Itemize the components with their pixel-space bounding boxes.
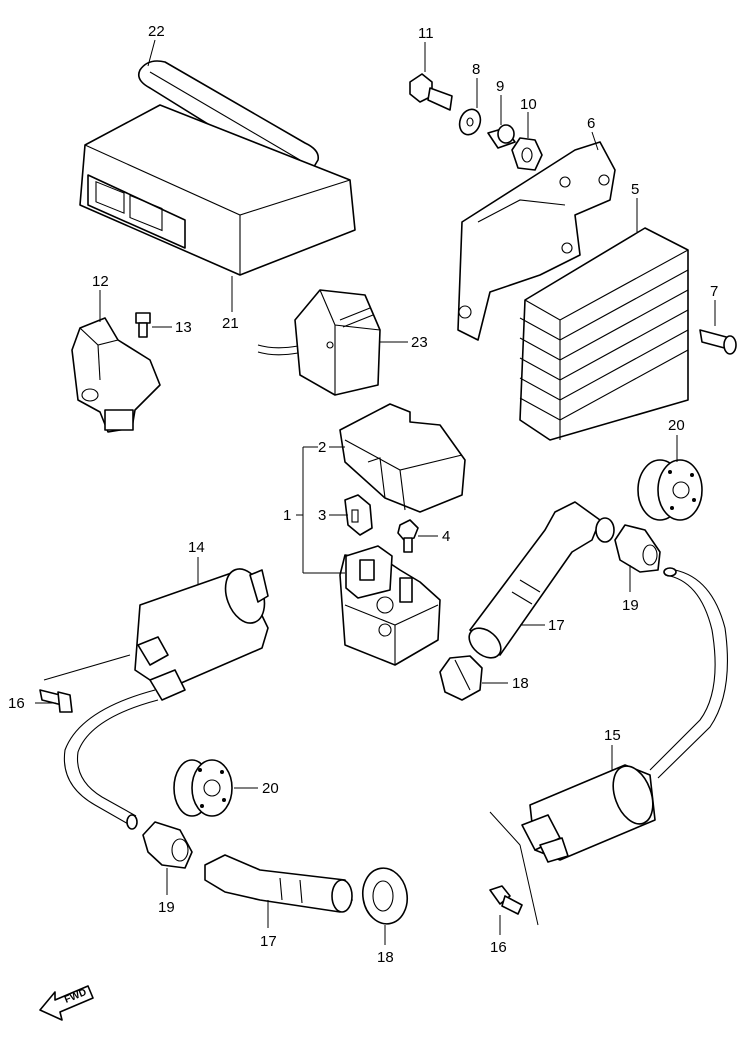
part-16-bolt-left: [35, 654, 131, 713]
callout-1: 1: [283, 507, 291, 524]
part-23-relay: [257, 289, 408, 396]
bracket-1: [296, 446, 348, 574]
callout-17-right: 17: [548, 617, 565, 634]
part-2-cover: [339, 403, 466, 513]
callout-14: 14: [188, 539, 205, 556]
part-13-bolt: [135, 312, 172, 338]
callout-23: 23: [411, 334, 428, 351]
part-17-plug-cap-left: [204, 854, 353, 928]
callout-5: 5: [631, 181, 639, 198]
part-6-bracket: [457, 131, 616, 341]
part-19-seal-left: [142, 821, 193, 895]
part-5-regulator: [519, 198, 689, 441]
part-17-plug-cap-right: [468, 501, 615, 659]
part-8-washer: [458, 78, 482, 136]
part-4-bolt: [397, 519, 438, 553]
callout-18-left: 18: [377, 949, 394, 966]
callout-2: 2: [318, 439, 326, 456]
part-10-nut: [511, 112, 543, 171]
part-20-grommet-right: [637, 435, 703, 521]
callout-16-left: 16: [8, 695, 25, 712]
part-9-spacer: [487, 95, 516, 149]
part-20-grommet-left: [173, 759, 258, 817]
callout-10: 10: [520, 96, 537, 113]
callout-18-right: 18: [512, 675, 529, 692]
cable-left: [63, 689, 159, 830]
cable-right: [649, 567, 729, 779]
callout-12: 12: [92, 273, 109, 290]
callout-19-left: 19: [158, 899, 175, 916]
callout-22: 22: [148, 23, 165, 40]
part-14-ignition-coil: [134, 557, 269, 701]
part-1-relay-base: [339, 545, 441, 666]
callout-15: 15: [604, 727, 621, 744]
callout-20-left: 20: [262, 780, 279, 797]
callout-9: 9: [496, 78, 504, 95]
callout-17-left: 17: [260, 933, 277, 950]
part-15-ignition-coil: [521, 745, 656, 863]
part-7-screw: [699, 300, 737, 355]
callout-8: 8: [472, 61, 480, 78]
part-11-bolt: [409, 42, 453, 111]
callout-7: 7: [710, 283, 718, 300]
callout-3: 3: [318, 507, 326, 524]
part-19-seal-right: [614, 524, 661, 592]
callout-13: 13: [175, 319, 192, 336]
part-22-band: [137, 39, 320, 179]
callout-21: 21: [222, 315, 239, 332]
part-3-fuse: [344, 494, 373, 536]
callout-19-right: 19: [622, 597, 639, 614]
part-18-boot-right: [439, 655, 508, 701]
part-21-ecm: [79, 104, 356, 312]
fwd-arrow: FWD: [39, 985, 94, 1021]
callout-6: 6: [587, 115, 595, 132]
callout-4: 4: [442, 528, 450, 545]
callout-16-right: 16: [490, 939, 507, 956]
part-16-bolt-right: [489, 811, 539, 935]
callout-11: 11: [418, 25, 434, 42]
callout-20-right: 20: [668, 417, 685, 434]
part-12-sensor: [71, 290, 161, 433]
part-18-boot-left: [361, 867, 409, 945]
